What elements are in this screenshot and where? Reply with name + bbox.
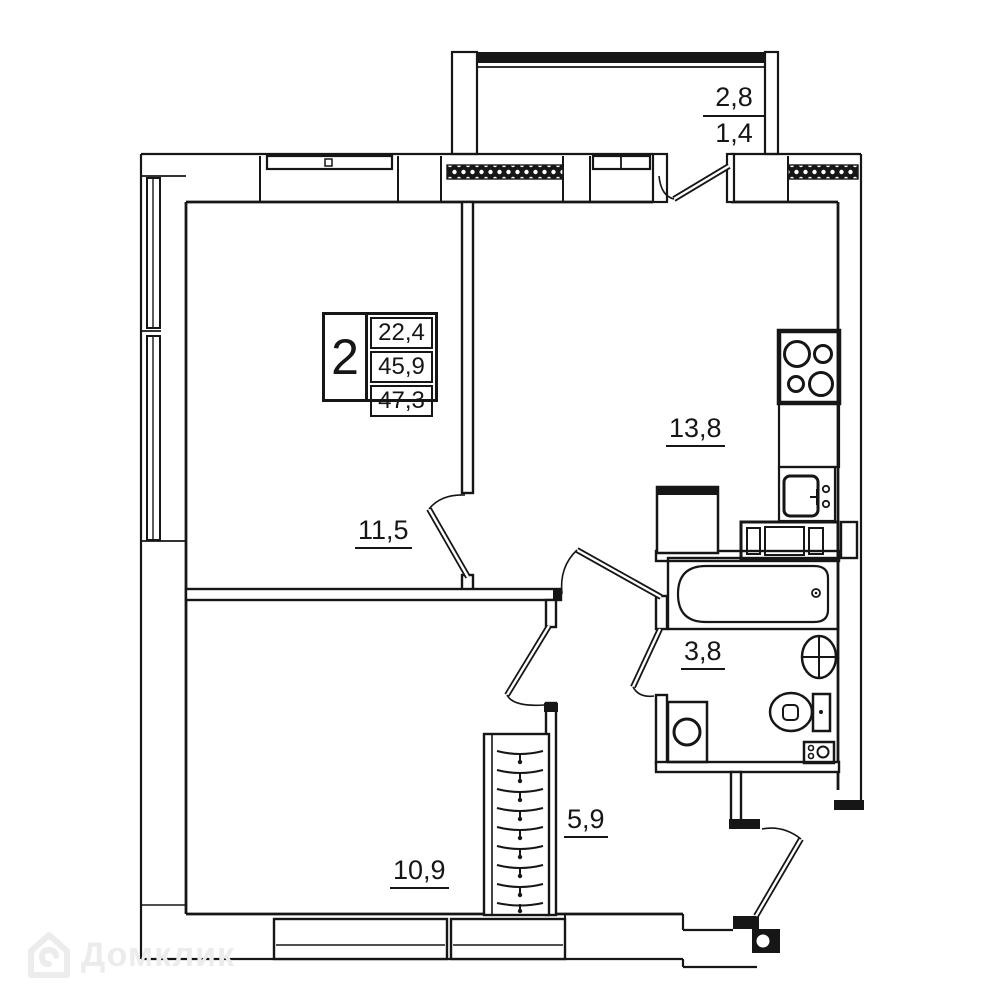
balcony-parapet xyxy=(477,52,767,63)
bottom-wall-windows xyxy=(272,914,567,961)
wall-hall-room2-upper xyxy=(544,598,558,629)
door-swing-arc xyxy=(632,686,655,698)
stamp-area-no-balcony: 45,9 xyxy=(370,351,433,383)
entrance-lock-dot xyxy=(756,934,770,948)
balcony-door-swing-arc xyxy=(658,175,675,200)
wall-room1-room2 xyxy=(184,587,563,602)
stamp-living-area: 22,4 xyxy=(370,317,433,349)
stamp-room-count: 2 xyxy=(325,315,368,399)
top-wall-openings xyxy=(259,154,859,201)
kitchen-cabinets xyxy=(739,520,840,562)
apartment-stamp: 2 22,4 45,9 47,3 xyxy=(322,312,438,417)
entrance-jamb-cap xyxy=(733,916,759,929)
room1-area-label: 11,5 xyxy=(355,515,412,549)
window-bottom-b xyxy=(449,917,567,961)
door-bathroom xyxy=(630,627,663,698)
balcony-door xyxy=(651,152,736,204)
right-wall-end-cap xyxy=(834,800,864,810)
domclick-watermark: Домклик xyxy=(26,930,235,980)
kitchen-sink-icon xyxy=(777,465,837,523)
stamp-values: 22,4 45,9 47,3 xyxy=(368,315,435,417)
toilet-icon xyxy=(768,691,832,733)
door-room-11-5 xyxy=(426,494,471,579)
door-kitchen xyxy=(560,547,663,600)
bathroom-area-label: 3,8 xyxy=(681,636,725,670)
balcony-right-pier xyxy=(763,50,780,156)
door-swing-arc xyxy=(560,549,578,595)
stove-icon xyxy=(776,328,842,406)
interior-walls xyxy=(184,200,859,917)
watermark-house-icon xyxy=(28,932,70,978)
wall-bathroom-left-lower xyxy=(654,693,669,766)
wardrobe-icon xyxy=(482,732,551,917)
stamp-total-area: 47,3 xyxy=(370,385,433,417)
watermark-text: Домклик xyxy=(81,935,236,974)
wall-niche xyxy=(839,520,859,560)
kitchen-counter xyxy=(777,401,841,469)
fridge-icon xyxy=(655,485,720,555)
door-swing-arc xyxy=(761,827,802,840)
door-room-10-9 xyxy=(504,624,552,707)
left-wall-windows xyxy=(141,175,186,542)
vent-hatch-left xyxy=(446,164,564,180)
balcony-left-pier xyxy=(450,50,479,156)
window-top-a-latch xyxy=(324,158,333,167)
balcony-area-label: 2,8 1,4 xyxy=(703,82,765,149)
wall-vestibule xyxy=(729,770,743,823)
exterior-walls xyxy=(139,152,864,969)
wall-bathroom-left-upper xyxy=(654,594,669,631)
kitchen-area-label: 13,8 xyxy=(666,413,725,447)
door-swing-arc xyxy=(428,494,466,510)
hallway-area-label: 5,9 xyxy=(564,804,608,838)
balcony-area-total: 2,8 xyxy=(703,82,765,118)
wardrobe-shelves xyxy=(496,750,544,914)
water-heater-icon xyxy=(802,740,836,765)
window-top-a xyxy=(265,154,394,171)
kitchen-fixtures xyxy=(655,328,842,562)
balcony-area-reduced: 1,4 xyxy=(715,118,753,149)
entrance-door xyxy=(733,827,804,953)
bathtub-icon xyxy=(666,556,840,631)
wall-room1-kitchen xyxy=(460,200,475,495)
entry-jamb-cap xyxy=(729,819,760,829)
door-swing-arc xyxy=(506,694,545,707)
bathroom-sink-icon xyxy=(800,634,838,680)
room2-area-label: 10,9 xyxy=(390,855,449,889)
vent-hatch-right xyxy=(787,164,859,180)
balcony xyxy=(450,50,780,156)
window-bottom-a xyxy=(272,917,449,961)
washing-machine-icon xyxy=(666,700,709,764)
bathroom-fixtures xyxy=(666,556,840,765)
wall-bathroom-bottom xyxy=(654,760,841,774)
